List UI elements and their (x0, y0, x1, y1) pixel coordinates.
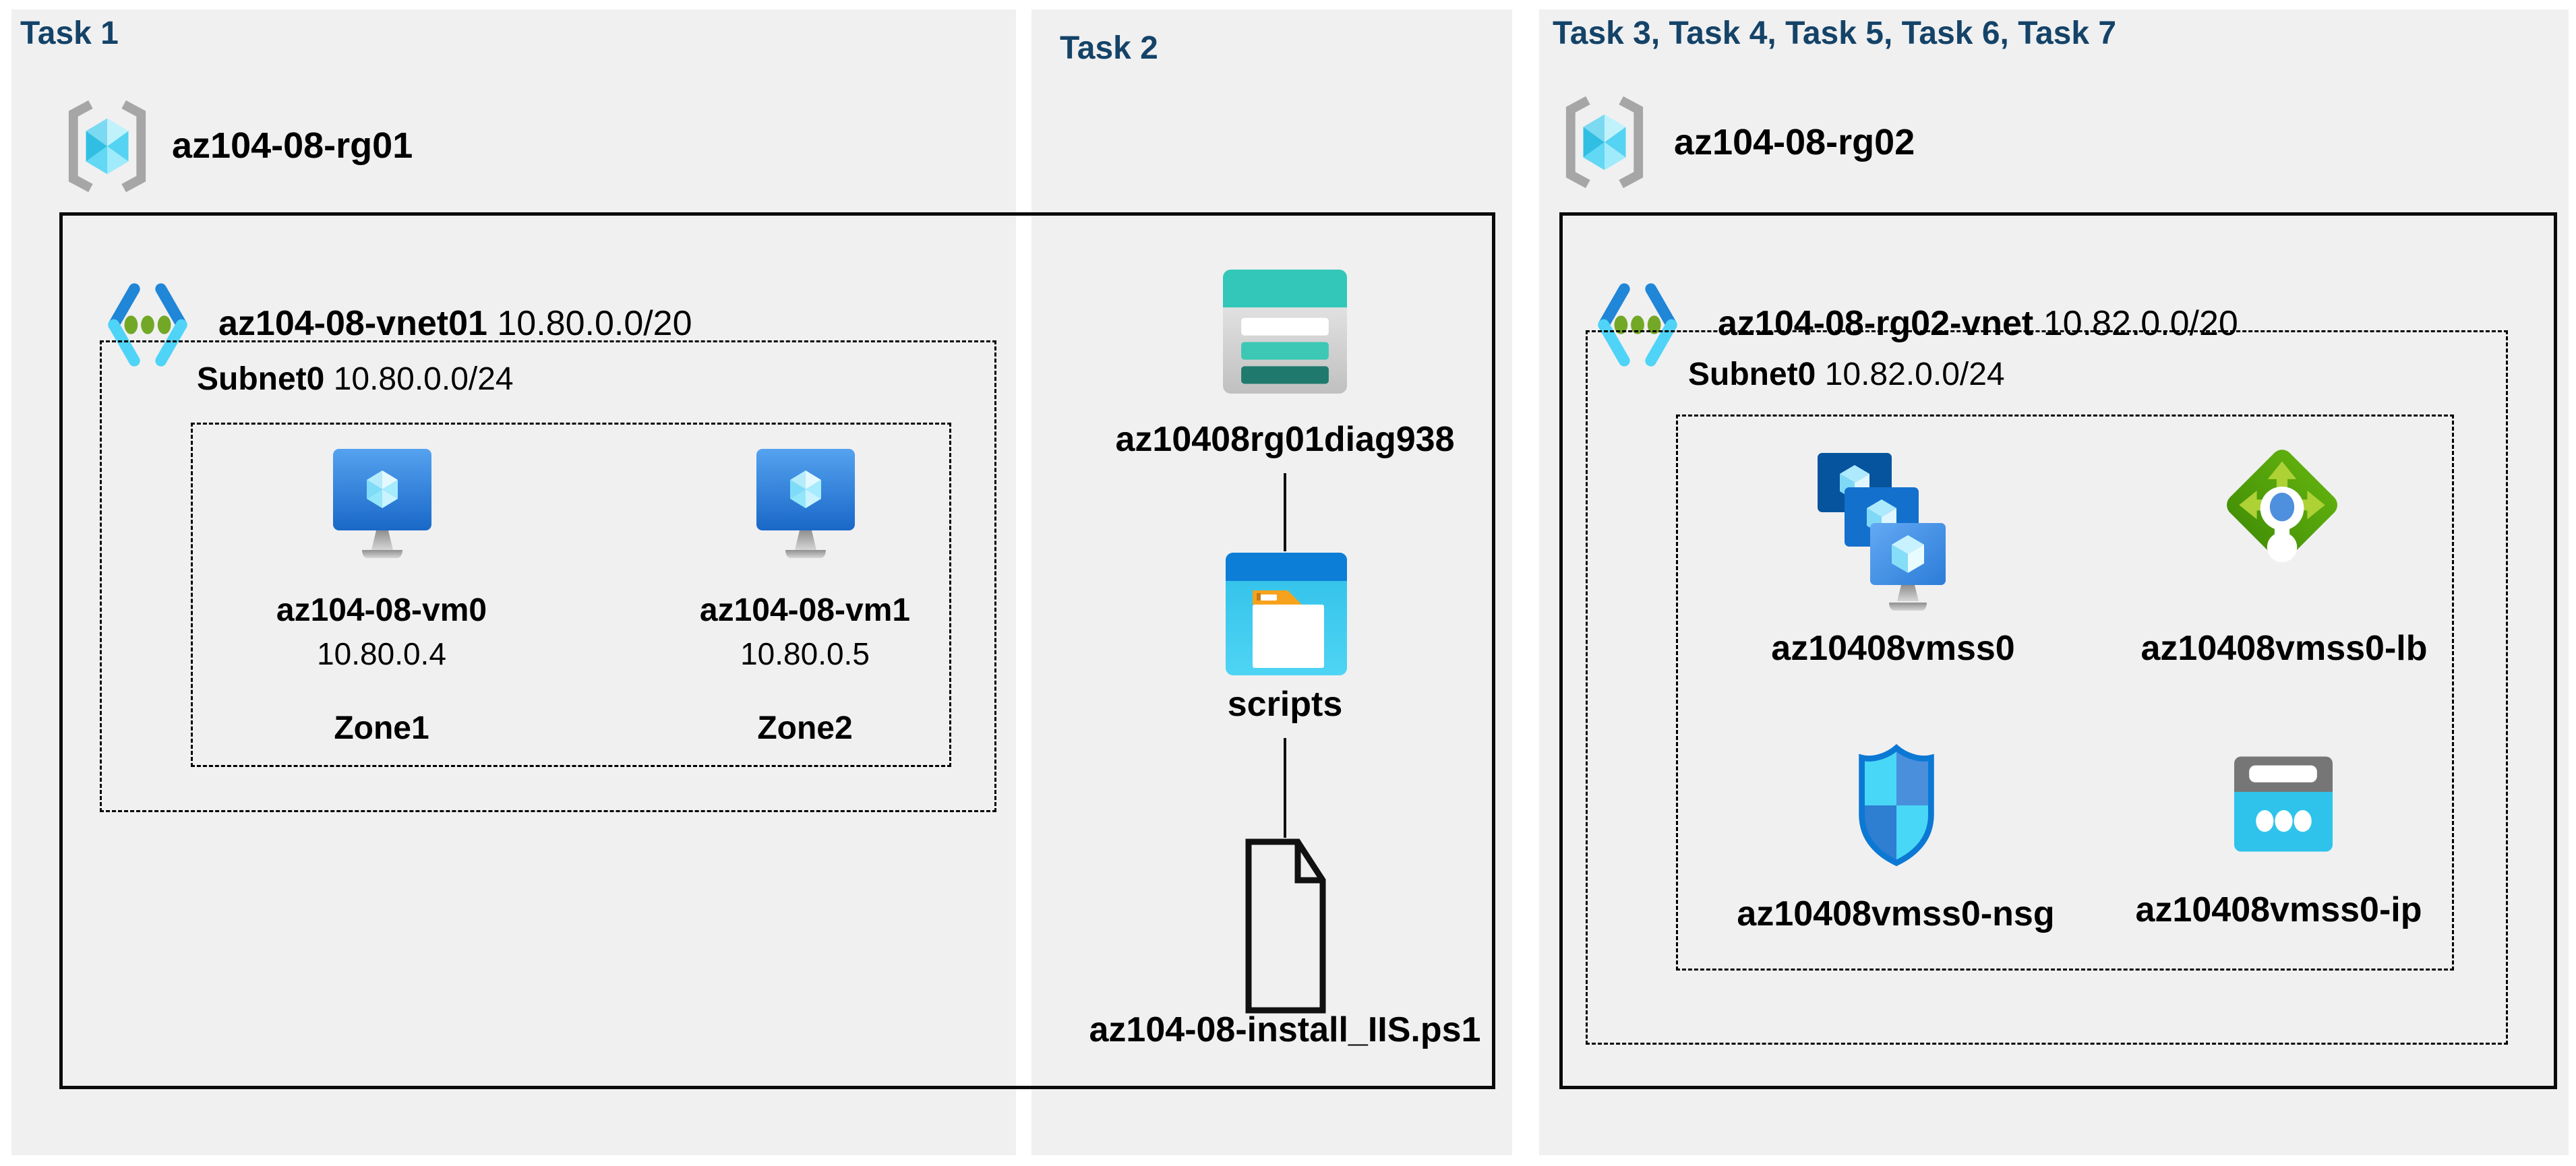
vmss-group-box (1676, 415, 2454, 971)
connector-storage-scripts (1284, 473, 1286, 551)
lb-label: az10408vmss0-lb (2140, 629, 2428, 668)
task2-title: Task 2 (1060, 30, 1158, 66)
subnet1-cidr: 10.80.0.0/24 (333, 361, 514, 397)
subnet2-box (1586, 330, 2508, 1045)
rg1-boundary-box (59, 212, 1495, 1089)
connector-scripts-file (1284, 738, 1286, 838)
vnet1-name: az104-08-vnet01 (218, 304, 487, 343)
load-balancer-icon (2221, 443, 2343, 597)
resource-group-icon (1561, 96, 1648, 189)
virtual-network-icon (101, 278, 194, 372)
resource-group-icon (64, 100, 150, 193)
vm0-zone: Zone1 (334, 710, 429, 746)
vm0-name: az104-08-vm0 (276, 592, 487, 628)
network-security-group-icon (1854, 741, 1939, 869)
storage-account-label: az10408rg01diag938 (1115, 420, 1455, 459)
vm-scale-set-icon (1818, 453, 1946, 613)
script-file-icon (1245, 838, 1327, 1014)
script-file-label: az104-08-install_IIS.ps1 (1089, 1010, 1481, 1049)
virtual-machine-icon (332, 448, 433, 566)
vnet1-label: az104-08-vnet01 10.80.0.0/20 (218, 303, 692, 344)
vm1-zone: Zone2 (757, 710, 853, 746)
panel-task3 (1539, 9, 2569, 1155)
public-ip-label: az10408vmss0-ip (2135, 890, 2422, 929)
rg2-label: az104-08-rg02 (1674, 122, 1915, 162)
subnet1-label: Subnet0 10.80.0.0/24 (197, 361, 514, 398)
virtual-machine-icon (755, 448, 856, 566)
nsg-label: az10408vmss0-nsg (1737, 894, 2055, 933)
subnet1-box (100, 340, 996, 812)
storage-account-icon (1223, 270, 1347, 394)
blob-container-icon (1226, 553, 1347, 675)
subnet2-label: Subnet0 10.82.0.0/24 (1688, 356, 2005, 393)
vm1-ip: 10.80.0.5 (740, 636, 870, 671)
panel-task1 (11, 9, 1016, 1155)
subnet2-cidr: 10.82.0.0/24 (1824, 357, 2005, 392)
scripts-container-label: scripts (1227, 685, 1343, 724)
rg2-boundary-box (1559, 212, 2557, 1089)
vmss-label: az10408vmss0 (1771, 629, 2015, 668)
vm1-name: az104-08-vm1 (699, 592, 911, 628)
vnet2-cidr: 10.82.0.0/20 (2043, 304, 2238, 343)
task3-title: Task 3, Task 4, Task 5, Task 6, Task 7 (1553, 16, 2117, 51)
vnet2-label: az104-08-rg02-vnet 10.82.0.0/20 (1718, 303, 2238, 344)
task1-title: Task 1 (20, 16, 119, 51)
subnet1-name: Subnet0 (197, 361, 325, 397)
public-ip-icon (2234, 756, 2333, 852)
subnet2-name: Subnet0 (1688, 357, 1816, 392)
vnet1-cidr: 10.80.0.0/20 (497, 304, 692, 343)
vm0-ip: 10.80.0.4 (317, 636, 446, 671)
zones-box (191, 423, 951, 767)
rg1-label: az104-08-rg01 (172, 125, 413, 166)
vnet2-name: az104-08-rg02-vnet (1718, 304, 2034, 343)
